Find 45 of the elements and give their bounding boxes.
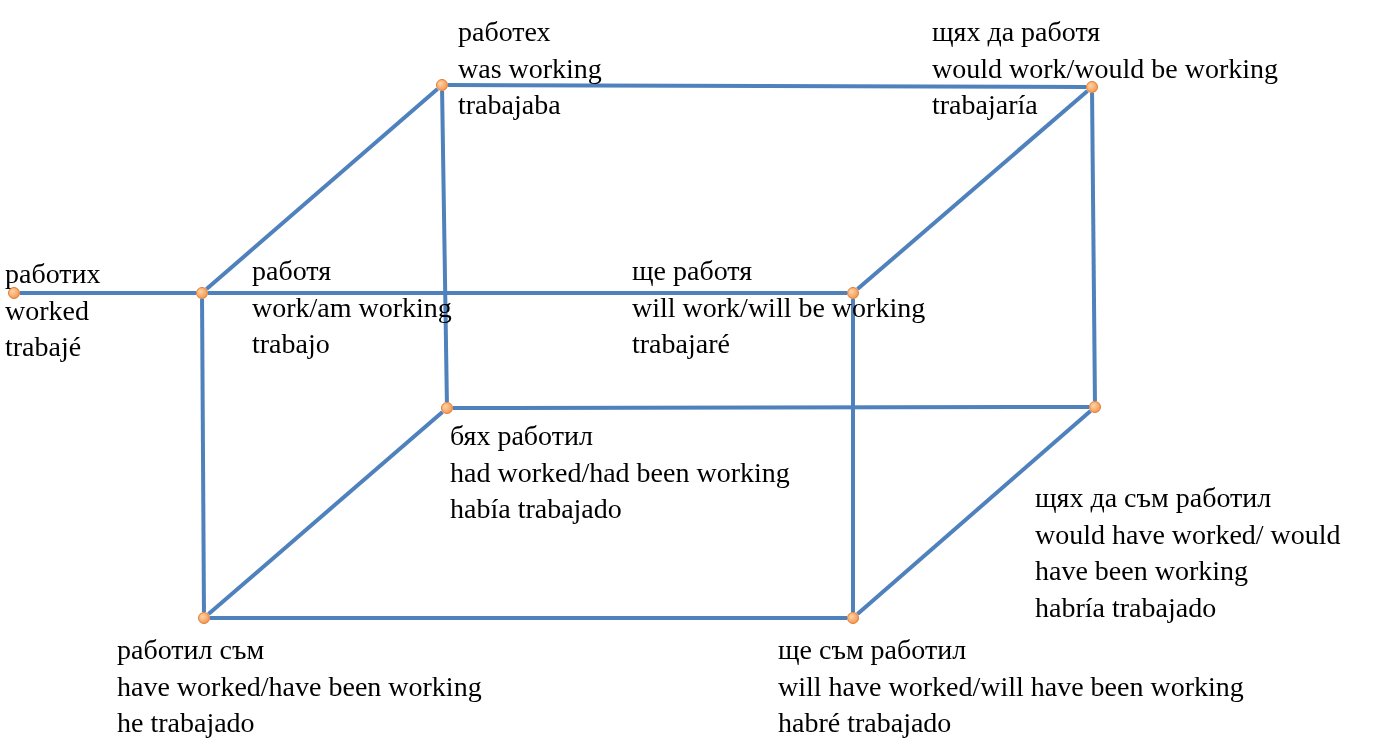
connector-line (200, 299, 206, 612)
tense-text: работил съм (117, 633, 265, 667)
tense-text: had worked/had been working (450, 455, 790, 490)
vertex-dot (847, 612, 859, 624)
vertex-dot (436, 79, 448, 91)
vertex-dot (198, 612, 210, 624)
connector-line (208, 291, 847, 295)
tense-text: ще работя (632, 254, 753, 288)
tense-text: was working (458, 51, 602, 86)
vertex-dot (8, 287, 20, 299)
tense-text: habré trabajado (778, 706, 952, 738)
vertex-dot (1089, 401, 1101, 413)
tense-text: trabajaría (932, 88, 1038, 122)
tense-text: habría trabajado (1035, 590, 1217, 625)
tense-text: would work/would be working (932, 51, 1279, 86)
connector-line (453, 405, 1089, 410)
connector-line (856, 89, 1089, 291)
connector-line (1090, 93, 1097, 401)
tense-text: работех (458, 15, 551, 49)
tense-text: trabajaré (632, 327, 730, 361)
connector-line (856, 409, 1092, 616)
tense-text: worked (5, 293, 89, 328)
tense-text: ще съм работил (778, 633, 967, 667)
tense-text: работя (252, 254, 332, 288)
connector-line (448, 83, 1086, 89)
connector-line (210, 616, 847, 620)
connector-line (440, 90, 449, 403)
tense-text: работих (5, 257, 101, 291)
vertex-dot (1086, 81, 1098, 93)
connector-line (851, 299, 855, 612)
tense-text: había trabajado (450, 492, 622, 526)
tense-text: will have worked/will have been working (778, 669, 1244, 704)
tense-text: trabajo (252, 327, 330, 361)
tense-text: щях да работя (932, 15, 1101, 49)
vertex-dot (441, 402, 453, 414)
connector-line (205, 87, 439, 291)
tense-text: trabajaba (458, 88, 561, 122)
tense-text: he trabajado (117, 706, 255, 738)
tense-text: trabajé (5, 330, 82, 364)
vertex-dot (196, 287, 208, 299)
connector-line (20, 291, 196, 295)
tense-text: бях работил (450, 419, 593, 453)
tense-text: have worked/have been working (117, 669, 482, 704)
tense-text: щях да съм работил (1035, 481, 1272, 515)
connector-line (207, 410, 444, 616)
